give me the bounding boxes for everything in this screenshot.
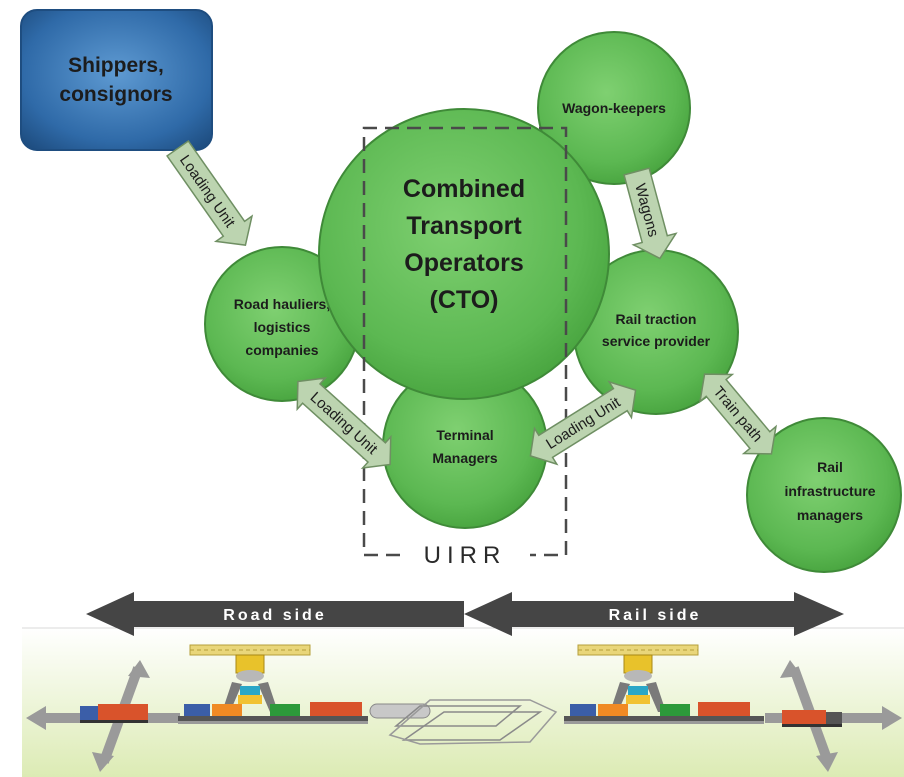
rail-infrastructure-label-3: managers: [797, 507, 863, 523]
cto-label-4: (CTO): [430, 286, 499, 314]
terminal-right-icon: [564, 644, 764, 724]
shippers-label-1: Shippers,: [68, 54, 164, 77]
flow-arrow-shippers-road: Loading Unit: [166, 139, 254, 246]
uirr-frame: UIRR: [362, 126, 568, 569]
rail-side-label: Rail side: [609, 607, 702, 624]
road-hauliers-label-2: logistics: [254, 319, 311, 335]
road-side-arrow: Road side: [86, 592, 464, 636]
flow-arrow-wagons: Wagons: [623, 167, 678, 260]
truck-right-icon: [782, 710, 842, 727]
road-hauliers-label-1: Road hauliers,: [234, 296, 330, 312]
ground-area: [22, 628, 904, 777]
flow-label-terminal-rail: Loading Unit: [543, 393, 624, 452]
terminal-left-icon: [178, 644, 368, 724]
rail-traction-label-1: Rail traction: [616, 311, 697, 327]
road-side-label: Road side: [223, 607, 326, 624]
rail-infrastructure-label-1: Rail: [817, 459, 843, 475]
flow-label-road-terminal: Loading Unit: [307, 389, 382, 459]
wagon-keepers-label: Wagon-keepers: [562, 100, 666, 116]
cto-label-3: Operators: [404, 249, 523, 277]
shippers-box: Shippers, consignors: [20, 9, 213, 151]
cto-label-2: Transport: [406, 212, 522, 240]
shippers-label-2: consignors: [59, 83, 172, 106]
wagon-keepers-circle: Wagon-keepers: [537, 31, 691, 185]
flow-label-shippers-road: Loading Unit: [176, 152, 239, 231]
rail-side-arrow: Rail side: [464, 592, 844, 636]
road-hauliers-label-3: companies: [245, 342, 318, 358]
train-icon: [369, 699, 558, 745]
cto-label-1: Combined: [403, 175, 525, 203]
rail-traction-label-2: service provider: [602, 333, 711, 349]
uirr-label: UIRR: [424, 542, 507, 569]
terminal-managers-label-2: Managers: [432, 450, 498, 466]
rail-infrastructure-label-2: infrastructure: [784, 483, 875, 499]
truck-left-icon: [80, 704, 148, 723]
road-hauliers-circle: Road hauliers, logistics companies: [204, 246, 360, 402]
rail-infrastructure-circle: Rail infrastructure managers: [746, 417, 902, 573]
cto-circle: Combined Transport Operators (CTO): [318, 108, 610, 400]
terminal-managers-label-1: Terminal: [436, 427, 493, 443]
